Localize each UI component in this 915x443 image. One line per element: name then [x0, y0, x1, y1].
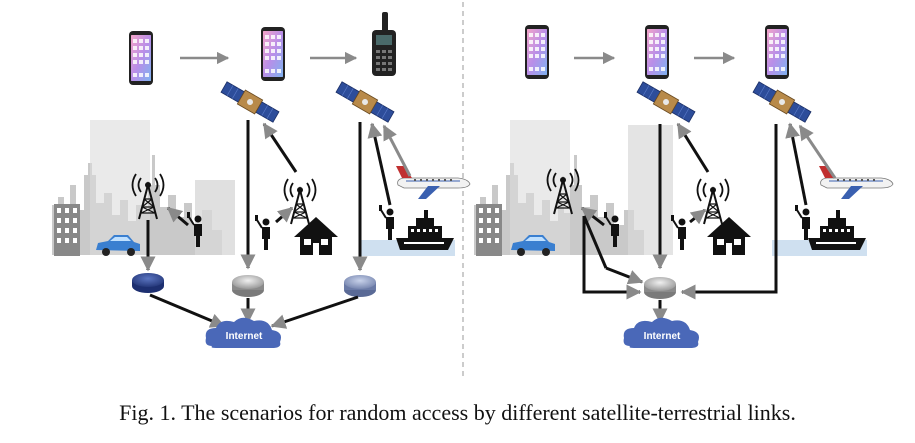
- smartphone-icon: [765, 25, 789, 79]
- right-scenario: Internet: [474, 25, 894, 348]
- router-icon: [644, 277, 676, 299]
- smartphone-icon: [261, 27, 285, 81]
- router-icon: [132, 273, 164, 293]
- cell-tower-icon: [283, 178, 317, 225]
- person-icon: [254, 214, 271, 251]
- house-icon: [707, 217, 751, 255]
- smartphone-icon: [525, 25, 549, 79]
- person-icon: [670, 214, 687, 251]
- person-icon: [794, 204, 811, 241]
- satellite-icon: [635, 79, 697, 125]
- internet-cloud-icon: Internet: [623, 317, 699, 348]
- person-icon: [378, 204, 395, 241]
- internet-label: Internet: [226, 331, 263, 342]
- smartphone-icon: [645, 25, 669, 79]
- cell-tower-icon: [696, 178, 730, 225]
- figure-caption: Fig. 1. The scenarios for random access …: [0, 400, 915, 426]
- caption-prefix: Fig. 1.: [119, 400, 176, 425]
- satellite-icon: [219, 79, 281, 125]
- building-icon: [476, 204, 502, 256]
- router-icon: [232, 275, 264, 297]
- building-icon: [54, 204, 80, 256]
- ship-icon: [396, 210, 454, 250]
- ship-icon: [808, 210, 866, 250]
- house-icon: [294, 217, 338, 255]
- satellite-icon: [751, 79, 813, 125]
- caption-text: The scenarios for random access by diffe…: [181, 400, 796, 425]
- internet-cloud-icon: Internet: [205, 317, 281, 348]
- internet-label: Internet: [644, 331, 681, 342]
- left-scenario: Internet: [52, 12, 471, 348]
- satellite-icon: [334, 79, 396, 125]
- router-icon: [344, 275, 376, 297]
- smartphone-icon: [129, 31, 153, 85]
- satphone-icon: [372, 12, 396, 76]
